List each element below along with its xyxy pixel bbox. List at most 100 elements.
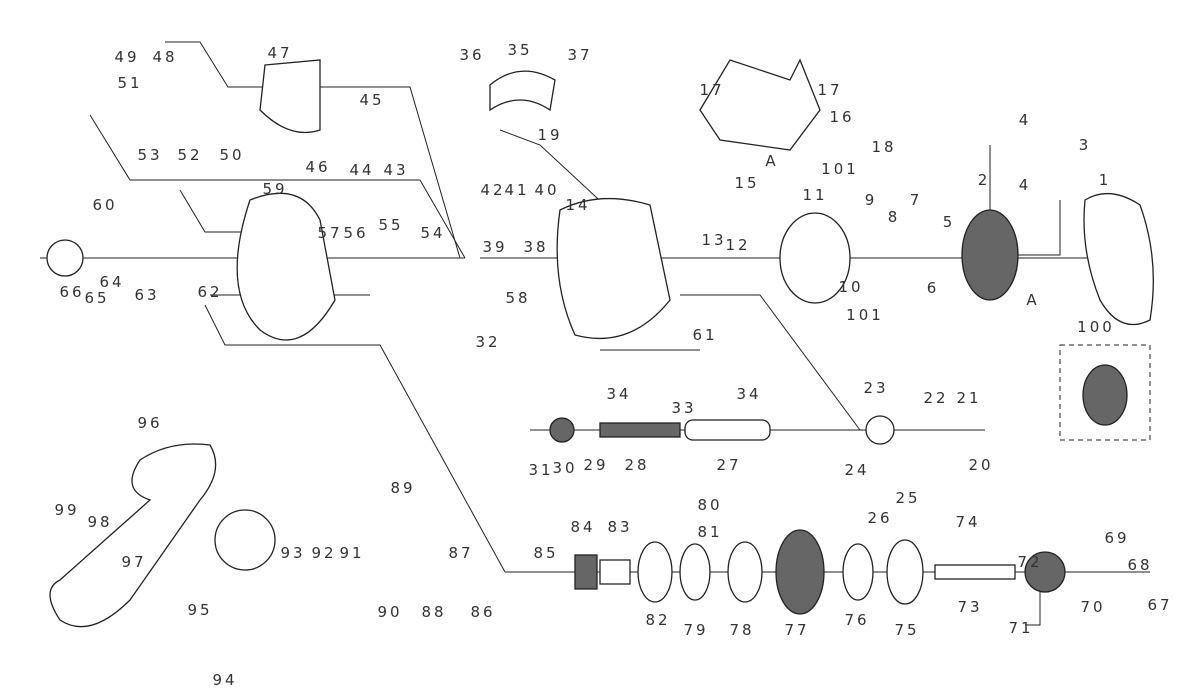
part-label-45: 45 (359, 91, 384, 109)
part-label-5: 5 (943, 213, 956, 231)
part-16-thumbbar (699, 58, 821, 151)
part-label-71: 71 (1008, 619, 1033, 637)
part-label-33: 33 (671, 399, 696, 417)
part-label-67: 67 (1147, 596, 1172, 614)
part-label-13: 13 (701, 231, 726, 249)
part-label-4: 4 (1019, 111, 1032, 129)
part-label-83: 83 (607, 518, 632, 536)
part-label-44: 44 (349, 161, 374, 179)
parts (46, 58, 1154, 628)
part-75-ratchet (886, 539, 924, 605)
part-label-88: 88 (421, 603, 446, 621)
part-label-A: A (1026, 291, 1039, 309)
part-label-38: 38 (523, 238, 548, 256)
part-label-53: 53 (137, 146, 162, 164)
part-label-7: 7 (910, 191, 923, 209)
part-label-99: 99 (54, 501, 79, 519)
part-label-25: 25 (895, 489, 920, 507)
part-label-86: 86 (470, 603, 495, 621)
part-label-A: A (765, 152, 778, 170)
part-label-87: 87 (448, 544, 473, 562)
part-label-8: 8 (888, 208, 901, 226)
part-label-39: 39 (482, 238, 507, 256)
part-label-12: 12 (725, 236, 750, 254)
part-label-46: 46 (305, 158, 330, 176)
part-label-96: 96 (137, 414, 162, 432)
part-label-23: 23 (863, 379, 888, 397)
part-72-gear (1024, 551, 1066, 593)
part-label-94: 94 (212, 671, 237, 689)
part-2-housing (961, 209, 1019, 301)
part-label-34: 34 (606, 385, 631, 403)
part-59-sideplate (236, 192, 336, 341)
part-label-92: 92 (311, 544, 336, 562)
part-label-52: 52 (177, 146, 202, 164)
part-label-18: 18 (871, 138, 896, 156)
part-label-26: 26 (867, 509, 892, 527)
part-label-16: 16 (829, 108, 854, 126)
part-label-101: 101 (846, 306, 884, 324)
part-96-handle (49, 443, 217, 628)
part-30-gear (549, 417, 575, 443)
part-82-washer (637, 541, 673, 603)
part-label-29: 29 (583, 456, 608, 474)
part-label-65: 65 (84, 289, 109, 307)
part-label-55: 55 (378, 216, 403, 234)
part-label-80: 80 (697, 496, 722, 514)
part-label-21: 21 (956, 389, 981, 407)
part-label-49: 49 (114, 48, 139, 66)
part-label-24: 24 (844, 461, 869, 479)
part-94-star-drag (214, 509, 276, 571)
part-label-81: 81 (697, 523, 722, 541)
part-47-plate (259, 59, 321, 134)
part-label-77: 77 (784, 621, 809, 639)
part-27-pipe (684, 419, 771, 441)
part-78-washer (727, 541, 763, 603)
part-label-50: 50 (219, 146, 244, 164)
part-label-17: 17 (699, 81, 724, 99)
part-label-75: 75 (894, 621, 919, 639)
part-label-56: 56 (343, 224, 368, 242)
part-label-9: 9 (865, 191, 878, 209)
part-28-worm (599, 422, 681, 438)
part-label-47: 47 (267, 44, 292, 62)
part-label-57: 57 (317, 224, 342, 242)
part-23-pawl (865, 415, 895, 445)
part-label-3: 3 (1079, 136, 1092, 154)
part-79-clutch (679, 543, 711, 601)
part-label-60: 60 (92, 196, 117, 214)
part-35-clutch (489, 70, 556, 112)
part-label-51: 51 (117, 74, 142, 92)
part-label-37: 37 (567, 46, 592, 64)
part-label-1: 1 (1099, 171, 1112, 189)
part-label-15: 15 (734, 174, 759, 192)
part-label-89: 89 (390, 479, 415, 497)
part-label-31: 31 (528, 461, 553, 479)
part-label-11: 11 (802, 186, 827, 204)
part-label-74: 74 (955, 513, 980, 531)
part-label-10: 10 (838, 278, 863, 296)
part-label-22: 22 (923, 389, 948, 407)
part-label-43: 43 (383, 161, 408, 179)
part-1-sideplate (1083, 193, 1154, 326)
part-14-frame (556, 197, 671, 339)
part-label-34: 34 (736, 385, 761, 403)
part-label-82: 82 (645, 611, 670, 629)
part-label-28: 28 (624, 456, 649, 474)
part-label-98: 98 (87, 513, 112, 531)
part-66-cap (46, 239, 84, 277)
part-100-box (1059, 344, 1151, 441)
part-label-2: 2 (978, 171, 991, 189)
part-label-97: 97 (121, 553, 146, 571)
part-11-spool (779, 212, 851, 304)
part-label-63: 63 (134, 286, 159, 304)
part-label-76: 76 (844, 611, 869, 629)
part-label-19: 19 (537, 126, 562, 144)
part-label-78: 78 (729, 621, 754, 639)
part-label-32: 32 (475, 333, 500, 351)
part-label-68: 68 (1127, 556, 1152, 574)
part-label-36: 36 (459, 46, 484, 64)
part-label-48: 48 (152, 48, 177, 66)
